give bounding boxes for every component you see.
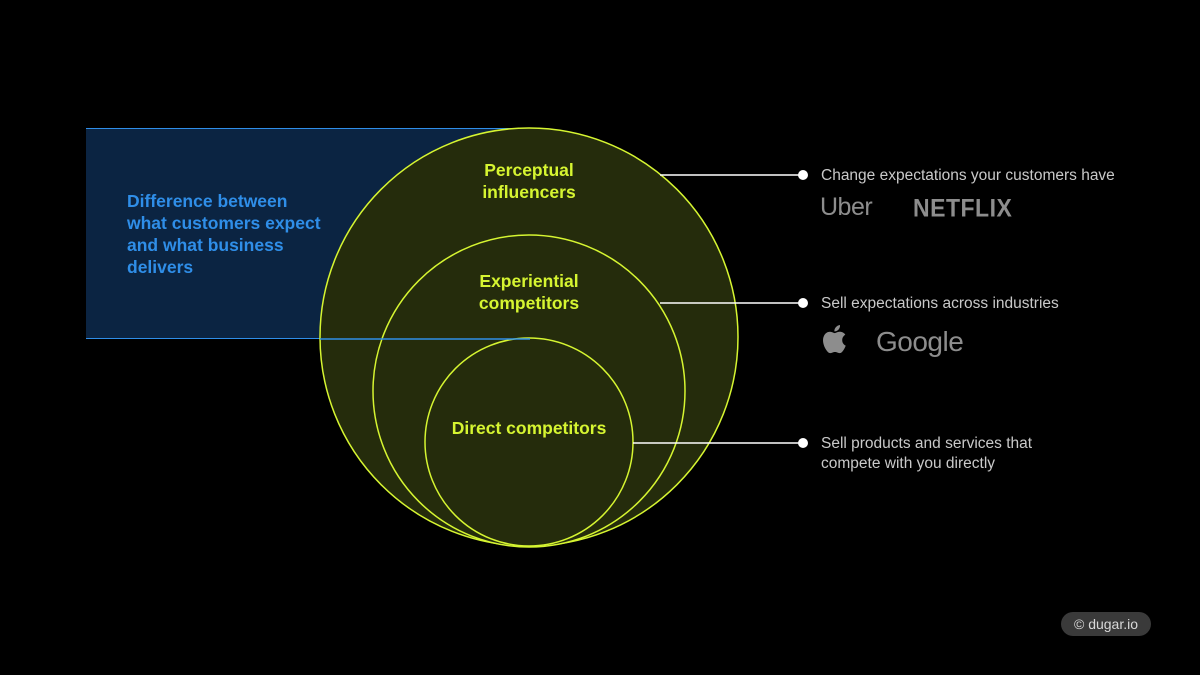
expectation-gap-label: Difference between what customers expect…: [127, 191, 321, 277]
connector-dot-direct: [798, 438, 808, 448]
label-direct-competitors: Direct competitors: [451, 418, 607, 438]
netflix-logo: NETFLIX: [913, 193, 1013, 222]
connector-dot-perceptual: [798, 170, 808, 180]
desc-direct-line-2: compete with you directly: [821, 454, 996, 472]
desc-direct: Sell products and services that compete …: [821, 434, 1032, 473]
desc-experiential: Sell expectations across industries: [821, 295, 1059, 312]
apple-icon: [823, 325, 846, 354]
uber-logo: Uber: [820, 193, 873, 221]
inner-circle-direct: [424, 337, 634, 547]
desc-perceptual: Change expectations your customers have: [821, 167, 1115, 184]
google-logo: Google: [876, 326, 964, 357]
desc-direct-line-1: Sell products and services that: [821, 435, 1033, 452]
watermark-badge[interactable]: © dugar.io: [1061, 612, 1151, 636]
label-experiential-competitors: Experiential competitors: [478, 271, 580, 313]
connector-dot-experiential: [798, 298, 808, 308]
label-perceptual-influencers: Perceptual influencers: [482, 160, 576, 202]
